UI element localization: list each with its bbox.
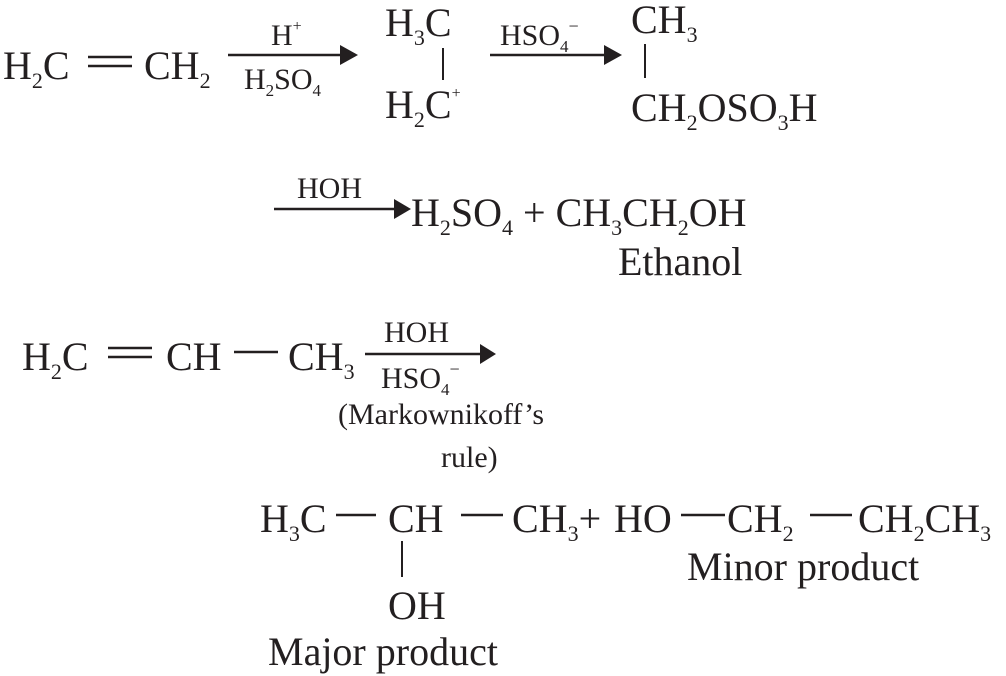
svg-text:CH3+: CH3+ — [512, 496, 601, 546]
svg-text:HOH: HOH — [297, 172, 362, 205]
svg-text:CH3: CH3 — [631, 0, 698, 47]
minor-product-propan-1-ol: HO CH2 CH2CH3 — [614, 496, 991, 546]
svg-text:H+: H+ — [271, 18, 302, 52]
arrow-head — [340, 45, 358, 65]
svg-text:H2C: H2C — [3, 43, 70, 93]
markownikoff-rule-line1: (Markownikoff’s — [338, 398, 544, 431]
arrow-head — [604, 45, 622, 65]
svg-text:CH2: CH2 — [727, 496, 794, 546]
svg-text:H2SO4 + CH3CH2OH: H2SO4 + CH3CH2OH — [411, 190, 747, 240]
svg-text:HO: HO — [614, 496, 672, 541]
svg-text:H3C: H3C — [260, 496, 327, 546]
hydrolysis-arrow: HOH — [274, 172, 411, 219]
major-product-label: Major product — [268, 629, 498, 674]
markownikoff-rule-line2: rule) — [441, 441, 498, 474]
svg-text:H2C: H2C — [22, 334, 89, 384]
propene-reactant: H2C CH CH3 — [22, 334, 355, 384]
minor-product-label: Minor product — [687, 544, 919, 589]
svg-text:OH: OH — [388, 583, 446, 628]
arrow-2: HSO4− — [490, 16, 622, 65]
carbocation-intermediate: H3C H2C+ — [385, 0, 461, 132]
hydrolysis-products: H2SO4 + CH3CH2OH — [411, 190, 747, 240]
svg-text:CH: CH — [166, 334, 222, 379]
ethyl-hydrogen-sulfate: CH3 CH2OSO3H — [631, 0, 818, 135]
arrow-head — [480, 344, 496, 364]
svg-text:H2C+: H2C+ — [385, 82, 461, 132]
svg-text:CH2CH3: CH2CH3 — [858, 496, 991, 546]
svg-text:CH: CH — [388, 496, 444, 541]
svg-text:HSO4−: HSO4− — [381, 359, 460, 399]
arrow-1: H+ H2SO4 — [228, 18, 358, 100]
svg-text:CH2OSO3H: CH2OSO3H — [631, 85, 818, 135]
hydration-arrow: HOH HSO4− — [365, 316, 496, 399]
svg-text:CH2: CH2 — [144, 43, 211, 93]
ethene-reactant: H2C CH2 — [3, 43, 211, 93]
arrow-head — [394, 199, 411, 219]
svg-text:CH3: CH3 — [288, 334, 355, 384]
svg-text:HSO4−: HSO4− — [500, 16, 579, 56]
svg-text:H2SO4: H2SO4 — [244, 63, 322, 100]
ethanol-label: Ethanol — [618, 239, 742, 284]
major-product-propan-2-ol: H3C CH CH3+ OH — [260, 496, 601, 628]
svg-text:HOH: HOH — [384, 316, 449, 349]
svg-text:H3C: H3C — [385, 0, 452, 50]
